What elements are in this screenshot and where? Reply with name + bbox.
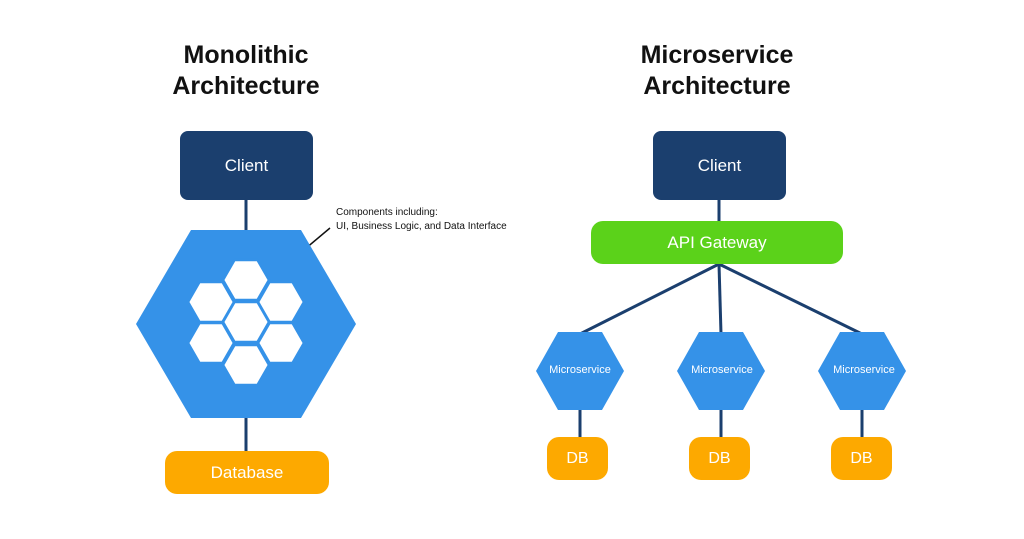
- microservice-title-line1: Microservice: [640, 41, 794, 69]
- component-hexagon-lower-right: [256, 321, 306, 365]
- microservice-title-line2: Architecture: [643, 72, 791, 100]
- db-box-2: DB: [689, 437, 750, 480]
- monolithic-client-box: Client: [180, 131, 313, 200]
- microservice-title: Microservice Architecture: [586, 40, 848, 102]
- api-gateway-label: API Gateway: [667, 232, 767, 252]
- monolithic-database-box: Database: [165, 451, 329, 494]
- microservice-label-2: Microservice: [691, 364, 753, 376]
- microservice-client-label: Client: [697, 155, 742, 175]
- component-hexagon-bottom: [221, 343, 271, 387]
- microservice-hexagon-3: [818, 332, 906, 410]
- microservice-label-1: Microservice: [549, 364, 611, 376]
- db-label-3: DB: [850, 449, 873, 467]
- api-gateway-box: API Gateway: [591, 221, 843, 264]
- annotation-line2: UI, Business Logic, and Data Interface: [336, 221, 507, 232]
- microservice-hexagon-2: [677, 332, 765, 410]
- monolithic-title: Monolithic Architecture: [146, 40, 346, 102]
- component-hexagons: [186, 258, 306, 387]
- monolithic-title-line1: Monolithic: [183, 41, 309, 69]
- component-hexagon-lower-left: [186, 321, 236, 365]
- db-label-2: DB: [708, 449, 731, 467]
- db-box-3: DB: [831, 437, 892, 480]
- microservice-hexagon-1: [536, 332, 624, 410]
- annotation-line1: Components including:: [336, 207, 438, 218]
- gateway-to-service-1-connector: [579, 262, 720, 336]
- microservice-label-3: Microservice: [833, 364, 895, 376]
- monolithic-client-label: Client: [224, 155, 269, 175]
- db-label-1: DB: [566, 449, 589, 467]
- gateway-to-service-2-connector: [717, 263, 723, 335]
- gateway-to-service-3-connector: [718, 262, 863, 336]
- microservice-client-box: Client: [653, 131, 786, 200]
- db-box-1: DB: [547, 437, 608, 480]
- monolithic-title-line2: Architecture: [172, 72, 320, 100]
- database-label: Database: [210, 462, 284, 482]
- component-hexagon-top: [221, 258, 271, 302]
- components-annotation: Components including: UI, Business Logic…: [336, 206, 536, 234]
